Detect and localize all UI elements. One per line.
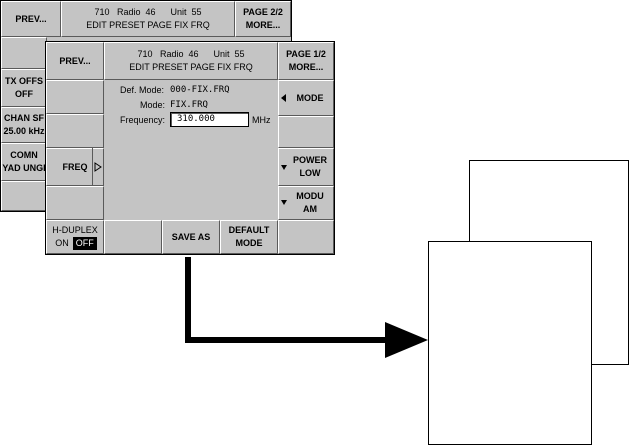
front-left-button-1[interactable]: [46, 80, 104, 114]
back-more-label: MORE...: [245, 20, 281, 30]
frequency-unit: MHz: [252, 115, 271, 125]
h-duplex-toggle[interactable]: ON OFF: [53, 237, 97, 250]
back-comn-line2: YAD UNGI: [2, 163, 46, 173]
front-screen: PREV... 710 Radio 46 Unit 55 EDIT PRESET…: [45, 41, 335, 255]
default-line2: MODE: [235, 238, 263, 248]
front-more-label: MORE...: [288, 62, 324, 72]
back-header-line2: EDIT PRESET PAGE FIX FRQ: [86, 20, 210, 30]
front-left-button-2[interactable]: [46, 114, 104, 148]
back-prev-button[interactable]: PREV...: [1, 1, 61, 37]
frequency-input[interactable]: 310.000: [170, 112, 249, 127]
back-chan-sp-line1: CHAN SF: [4, 113, 44, 123]
h-duplex-button[interactable]: H-DUPLEX ON OFF: [46, 220, 104, 254]
front-left-button-4[interactable]: [46, 186, 104, 220]
back-comn-line1: COMN: [10, 150, 38, 160]
frequency-label: Frequency:: [120, 115, 166, 125]
front-header: 710 Radio 46 Unit 55 EDIT PRESET PAGE FI…: [104, 42, 278, 80]
power-line2: LOW: [299, 168, 321, 178]
freq-button[interactable]: FREQ: [46, 148, 104, 186]
back-chan-sp-button[interactable]: CHAN SF 25.00 kHz: [1, 107, 47, 143]
default-mode-button[interactable]: DEFAULT MODE: [220, 220, 278, 254]
frequency-value: 310.000: [177, 114, 215, 124]
back-chan-sp-line2: 25.00 kHz: [3, 126, 45, 136]
front-header-line2: EDIT PRESET PAGE FIX FRQ: [129, 62, 253, 72]
triangle-down-icon: [281, 200, 287, 205]
back-header-line1: 710 Radio 46 Unit 55: [94, 7, 202, 17]
back-bottom-left-button[interactable]: [1, 181, 47, 211]
front-header-line1: 710 Radio 46 Unit 55: [137, 49, 245, 59]
info-area: Def. Mode: 000-FIX.FRQ Mode: FIX.FRQ Fre…: [104, 80, 278, 220]
modu-button[interactable]: MODU AM: [278, 186, 334, 220]
modu-line2: AM: [303, 204, 317, 214]
front-prev-button[interactable]: PREV...: [46, 42, 104, 80]
freq-separator: [92, 148, 93, 186]
mode-button[interactable]: MODE: [278, 80, 334, 116]
freq-label: FREQ: [62, 161, 88, 172]
back-page-label: PAGE 2/2: [243, 7, 283, 17]
save-as-label: SAVE AS: [171, 231, 211, 242]
triangle-right-icon: [94, 162, 102, 172]
front-page-label: PAGE 1/2: [286, 49, 326, 59]
save-as-button[interactable]: SAVE AS: [162, 220, 220, 254]
back-header: 710 Radio 46 Unit 55 EDIT PRESET PAGE FI…: [61, 1, 235, 37]
default-line1: DEFAULT: [228, 225, 270, 235]
back-tx-offs-line1: TX OFFS: [5, 76, 43, 86]
def-mode-label: Def. Mode:: [120, 85, 165, 95]
off-option-selected[interactable]: OFF: [72, 237, 97, 250]
back-left-empty-button[interactable]: [1, 37, 47, 69]
front-page-button[interactable]: PAGE 1/2 MORE...: [278, 42, 334, 80]
on-option[interactable]: ON: [55, 238, 69, 248]
mode-label: Mode:: [140, 100, 166, 110]
power-button[interactable]: POWER LOW: [278, 148, 334, 186]
front-right-empty-button[interactable]: [278, 116, 334, 148]
triangle-left-icon: [281, 94, 286, 102]
mode-button-label: MODE: [296, 92, 324, 103]
page-sheet-front: [428, 241, 592, 445]
back-tx-offs-line2: OFF: [15, 89, 33, 99]
def-mode-value: 000-FIX.FRQ: [170, 85, 230, 95]
bottom-right-button[interactable]: [278, 220, 334, 254]
back-prev-label: PREV...: [15, 13, 47, 24]
power-line1: POWER: [292, 155, 327, 165]
back-tx-offs-button[interactable]: TX OFFS OFF: [1, 69, 47, 107]
modu-line1: MODU: [296, 191, 324, 201]
triangle-down-icon: [281, 165, 287, 170]
front-prev-label: PREV...: [59, 55, 91, 66]
back-comn-button[interactable]: COMN YAD UNGI: [1, 143, 47, 181]
mode-value: FIX.FRQ: [170, 100, 208, 110]
back-page-button[interactable]: PAGE 2/2 MORE...: [235, 1, 291, 37]
h-duplex-label: H-DUPLEX: [52, 225, 98, 235]
bottom-empty-button[interactable]: [104, 220, 162, 254]
